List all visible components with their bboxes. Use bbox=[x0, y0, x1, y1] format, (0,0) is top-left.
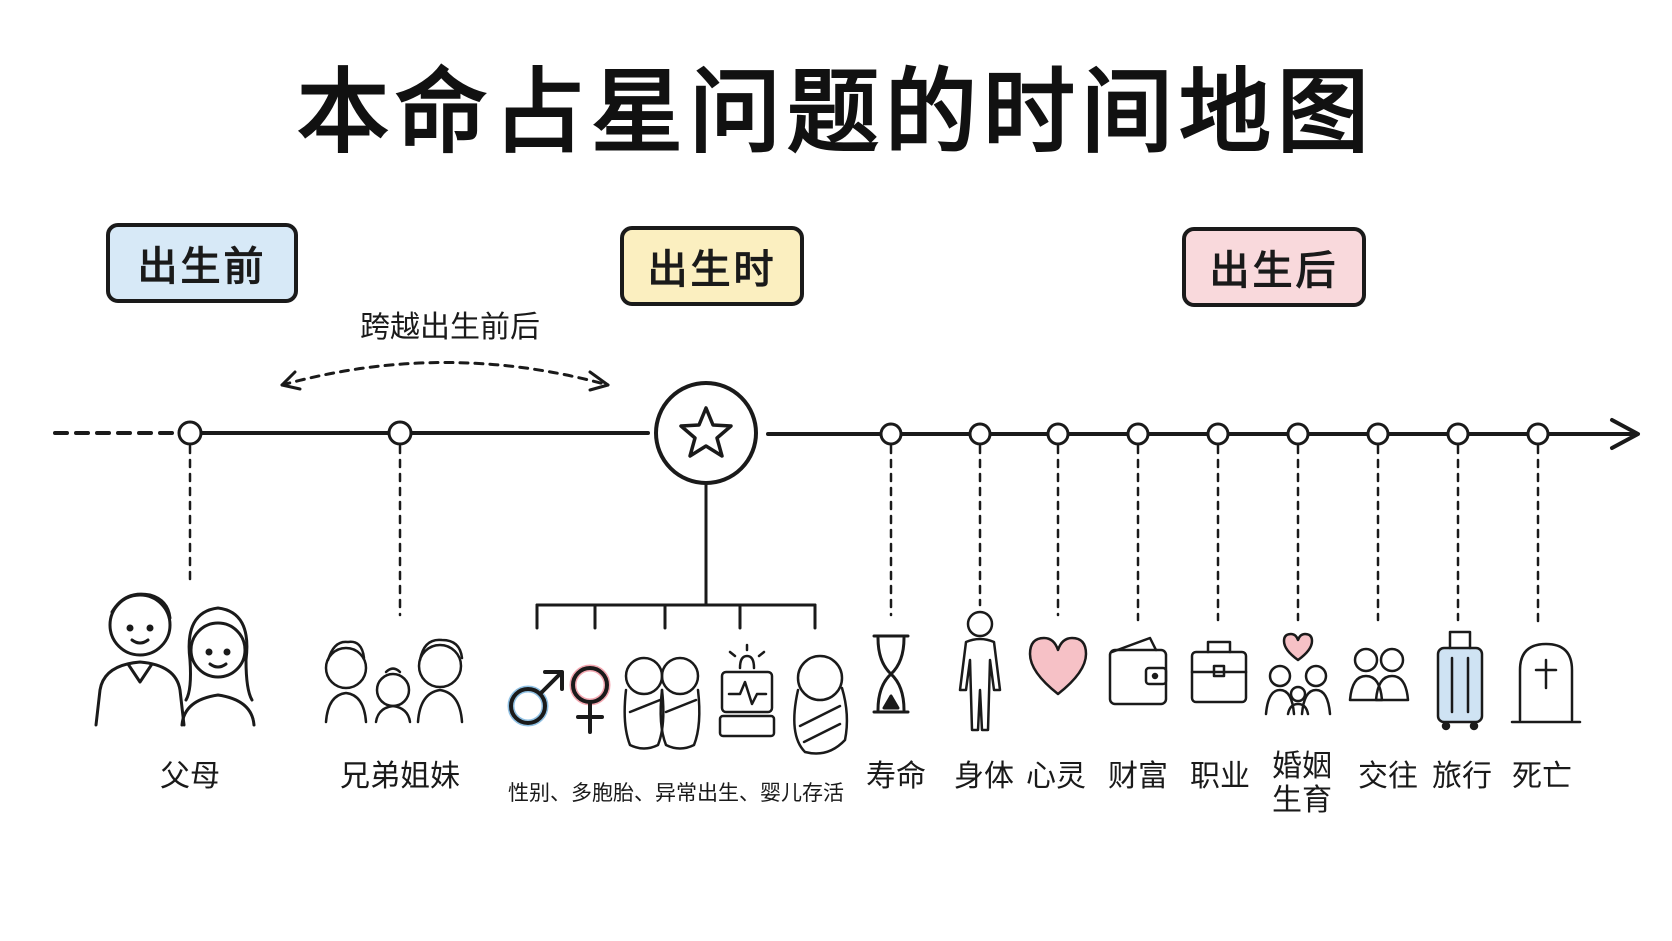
span-arrow bbox=[280, 361, 610, 392]
wallet-icon bbox=[1108, 636, 1168, 706]
twins-icon bbox=[623, 656, 701, 750]
node-lifespan bbox=[879, 422, 903, 446]
tombstone-icon bbox=[1510, 642, 1582, 724]
family-icon bbox=[1264, 632, 1332, 716]
label-marriage-line2: 生育 bbox=[1272, 783, 1332, 818]
connectors bbox=[188, 444, 1540, 627]
label-siblings: 兄弟姐妹 bbox=[340, 759, 460, 794]
heart-icon bbox=[1028, 636, 1088, 696]
node-death bbox=[1526, 422, 1550, 446]
node-career bbox=[1206, 422, 1230, 446]
phase-before-birth: 出生前 bbox=[106, 223, 298, 303]
label-birth-topics: 性别、多胞胎、异常出生、婴儿存活 bbox=[508, 781, 844, 805]
label-mind: 心灵 bbox=[1026, 759, 1086, 794]
label-travel: 旅行 bbox=[1432, 759, 1492, 794]
node-relations bbox=[1366, 422, 1390, 446]
label-lifespan: 寿命 bbox=[866, 759, 926, 794]
two-people-icon bbox=[1348, 647, 1410, 702]
label-body: 身体 bbox=[954, 759, 1014, 794]
node-mind bbox=[1046, 422, 1070, 446]
node-parents bbox=[177, 420, 203, 446]
human-body-icon bbox=[958, 610, 1002, 732]
label-career: 职业 bbox=[1190, 759, 1250, 794]
label-wealth: 财富 bbox=[1108, 759, 1168, 794]
page-title: 本命占星问题的时间地图 bbox=[296, 59, 1375, 166]
siblings-icon bbox=[324, 638, 464, 724]
label-relations: 交往 bbox=[1358, 759, 1418, 794]
suitcase-icon bbox=[1436, 630, 1484, 731]
male-symbol-icon bbox=[507, 670, 564, 727]
timeline-axis bbox=[53, 418, 1640, 450]
hourglass-icon bbox=[872, 634, 910, 714]
span-label: 跨越出生前后 bbox=[360, 310, 540, 345]
swaddled-baby-icon bbox=[793, 654, 849, 755]
node-siblings bbox=[387, 420, 413, 446]
label-death: 死亡 bbox=[1512, 759, 1572, 794]
parents-icon bbox=[94, 592, 256, 727]
female-symbol-icon bbox=[569, 664, 611, 734]
node-wealth bbox=[1126, 422, 1150, 446]
birth-bracket bbox=[535, 481, 817, 630]
phase-after-birth: 出生后 bbox=[1182, 227, 1366, 307]
node-marriage bbox=[1286, 422, 1310, 446]
node-travel bbox=[1446, 422, 1470, 446]
briefcase-icon bbox=[1190, 640, 1248, 704]
node-body bbox=[968, 422, 992, 446]
timeline-nodes bbox=[177, 420, 1550, 446]
medical-monitor-icon bbox=[718, 643, 776, 738]
label-marriage: 婚姻 生育 bbox=[1262, 750, 1342, 818]
birth-star-icon bbox=[654, 381, 758, 485]
phase-at-birth: 出生时 bbox=[620, 226, 804, 306]
label-marriage-line1: 婚姻 bbox=[1272, 749, 1332, 784]
label-parents: 父母 bbox=[160, 759, 220, 794]
